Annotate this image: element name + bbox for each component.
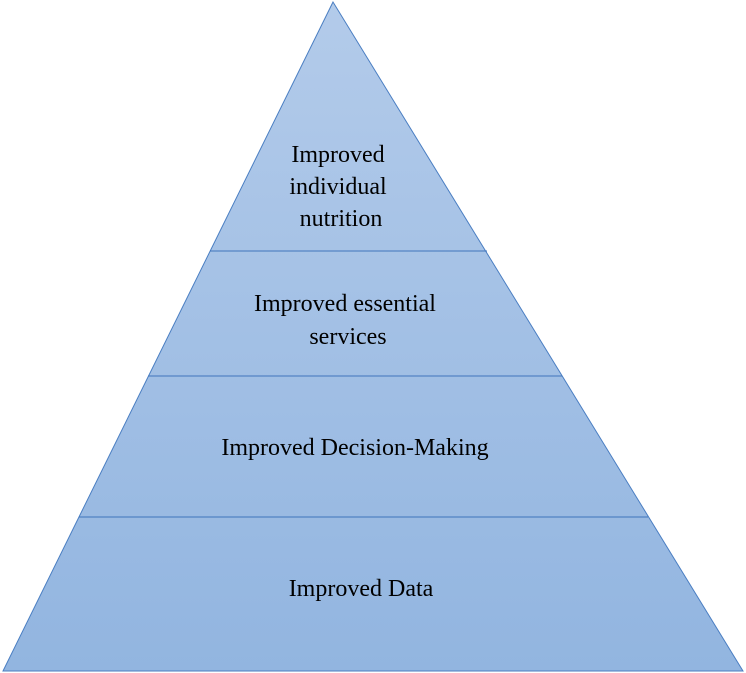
tier-label-line: nutrition xyxy=(300,206,383,232)
tier-label-individual-nutrition: Improved individual nutrition xyxy=(289,142,392,232)
tier-label-line: Improved xyxy=(291,142,384,168)
tier-label-decision-making: Improved Decision-Making xyxy=(221,435,488,461)
tier-label-line: Improved Decision-Making xyxy=(221,435,488,461)
tier-label-line: individual xyxy=(289,174,387,200)
tier-label-line: Improved Data xyxy=(289,576,434,602)
tier-label-improved-data: Improved Data xyxy=(289,576,434,602)
tier-label-line: services xyxy=(309,324,386,350)
tier-label-essential-services: Improved essential services xyxy=(254,291,442,350)
tier-label-line: Improved essential xyxy=(254,291,436,317)
